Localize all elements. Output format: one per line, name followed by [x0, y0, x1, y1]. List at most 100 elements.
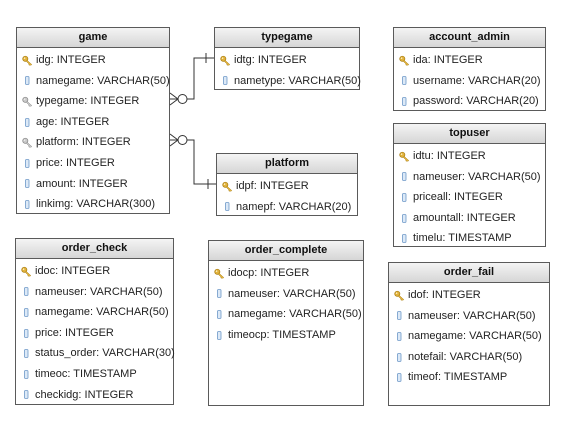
table-title-order_check: order_check — [16, 239, 173, 259]
column-label: timelu: TIMESTAMP — [413, 232, 512, 245]
column-icon — [214, 309, 225, 320]
table-row[interactable]: price: INTEGER — [16, 323, 173, 344]
table-row[interactable]: status_order: VARCHAR(30) — [16, 343, 175, 364]
column-label: notefail: VARCHAR(50) — [408, 350, 523, 363]
table-row[interactable]: idocp: INTEGER — [209, 263, 363, 284]
column-label: nameuser: VARCHAR(50) — [35, 285, 163, 298]
column-icon — [394, 372, 405, 383]
table-row[interactable]: checkidg: INTEGER — [16, 385, 173, 406]
table-row[interactable]: notefail: VARCHAR(50) — [389, 347, 549, 368]
table-row[interactable]: username: VARCHAR(20) — [394, 71, 545, 92]
table-row[interactable]: namepf: VARCHAR(20) — [217, 197, 357, 218]
table-row[interactable]: nameuser: VARCHAR(50) — [16, 282, 173, 303]
column-label: idg: INTEGER — [36, 54, 106, 66]
key-icon — [399, 151, 410, 162]
column-label: idof: INTEGER — [408, 289, 481, 301]
table-row[interactable]: amountall: INTEGER — [394, 208, 545, 229]
column-label: idtu: INTEGER — [413, 150, 486, 162]
key-icon — [394, 290, 405, 301]
column-label: linkimg: VARCHAR(300) — [36, 198, 155, 211]
key-icon — [21, 266, 32, 277]
column-icon — [394, 331, 405, 342]
table-title-game: game — [17, 28, 169, 48]
table-row[interactable]: amount: INTEGER — [17, 174, 169, 195]
column-label: timeoc: TIMESTAMP — [35, 367, 137, 380]
table-title-typegame: typegame — [215, 28, 359, 48]
column-label: status_order: VARCHAR(30) — [35, 347, 175, 360]
table-row[interactable]: password: VARCHAR(20) — [394, 91, 545, 112]
table-row[interactable]: nameuser: VARCHAR(50) — [209, 284, 363, 305]
table-row[interactable]: ida: INTEGER — [394, 50, 545, 71]
column-label: namegame: VARCHAR(50) — [35, 306, 169, 319]
table-row[interactable]: price: INTEGER — [17, 153, 169, 174]
table-row[interactable]: platform: INTEGER — [17, 132, 169, 153]
column-icon — [399, 96, 410, 107]
table-title-account_admin: account_admin — [394, 28, 545, 48]
relationship-typegame-line — [170, 57, 214, 100]
relationship-typegame[interactable] — [169, 53, 214, 106]
table-row[interactable]: namegame: VARCHAR(50) — [389, 326, 549, 347]
table-row[interactable]: priceall: INTEGER — [394, 187, 545, 208]
column-icon — [22, 178, 33, 189]
column-label: namegame: VARCHAR(50) — [408, 330, 542, 343]
column-label: amount: INTEGER — [36, 177, 128, 190]
table-row[interactable]: idof: INTEGER — [389, 285, 549, 306]
table-row[interactable]: nameuser: VARCHAR(50) — [389, 306, 549, 327]
column-label: username: VARCHAR(20) — [413, 74, 541, 87]
table-row[interactable]: typegame: INTEGER — [17, 91, 169, 112]
table-row[interactable]: timeoc: TIMESTAMP — [16, 364, 173, 385]
column-icon — [22, 158, 33, 169]
column-icon — [21, 389, 32, 400]
table-row[interactable]: age: INTEGER — [17, 112, 169, 133]
relationship-platform[interactable] — [169, 133, 216, 189]
column-icon — [394, 352, 405, 363]
column-label: namegame: VARCHAR(50) — [36, 74, 170, 87]
foreign-key-icon — [22, 96, 33, 107]
column-icon — [394, 310, 405, 321]
table-order_complete[interactable]: order_complete idocp: INTEGER nameuser: V… — [208, 240, 364, 406]
table-row[interactable]: idoc: INTEGER — [16, 261, 173, 282]
key-icon — [214, 268, 225, 279]
table-row[interactable]: timeocp: TIMESTAMP — [209, 325, 363, 346]
table-row[interactable]: idtg: INTEGER — [215, 50, 359, 71]
column-icon — [214, 288, 225, 299]
column-icon — [21, 369, 32, 380]
table-account_admin[interactable]: account_admin ida: INTEGER username: VARC… — [393, 27, 546, 111]
column-label: nameuser: VARCHAR(50) — [413, 170, 541, 183]
table-columns-game: idg: INTEGER namegame: VARCHAR(50) typegam… — [17, 48, 170, 215]
column-icon — [21, 286, 32, 297]
table-game[interactable]: game idg: INTEGER namegame: VARCHAR(50) ty… — [16, 27, 170, 214]
column-label: ida: INTEGER — [413, 54, 483, 66]
column-label: price: INTEGER — [35, 326, 114, 339]
column-icon — [399, 213, 410, 224]
column-label: password: VARCHAR(20) — [413, 95, 539, 108]
table-row[interactable]: idg: INTEGER — [17, 50, 169, 71]
table-row[interactable]: idtu: INTEGER — [394, 146, 545, 167]
table-title-order_complete: order_complete — [209, 241, 363, 261]
table-row[interactable]: timeof: TIMESTAMP — [389, 367, 549, 388]
table-row[interactable]: nameuser: VARCHAR(50) — [394, 167, 545, 188]
column-icon — [222, 201, 233, 212]
table-row[interactable]: timelu: TIMESTAMP — [394, 228, 545, 249]
crows-foot-many-icon — [169, 133, 179, 147]
table-row[interactable]: namegame: VARCHAR(50) — [17, 71, 170, 92]
column-icon — [399, 233, 410, 244]
column-label: idocp: INTEGER — [228, 267, 310, 279]
table-order_check[interactable]: order_check idoc: INTEGER nameuser: VARCH… — [15, 238, 175, 406]
table-row[interactable]: idpf: INTEGER — [217, 176, 357, 197]
table-title-topuser: topuser — [394, 124, 545, 144]
column-icon — [399, 75, 410, 86]
table-row[interactable]: linkimg: VARCHAR(300) — [17, 194, 169, 215]
table-row[interactable]: namegame: VARCHAR(50) — [16, 302, 173, 323]
table-row[interactable]: nametype: VARCHAR(50) — [215, 71, 361, 92]
column-label: namegame: VARCHAR(50) — [228, 308, 362, 321]
column-icon — [21, 348, 32, 359]
column-icon — [399, 171, 410, 182]
table-topuser[interactable]: topuser idtu: INTEGER nameuser: VARCHAR(5… — [393, 123, 546, 247]
table-row[interactable]: namegame: VARCHAR(50) — [209, 304, 363, 325]
relationship-platform-line — [170, 139, 216, 185]
column-icon — [220, 75, 231, 86]
